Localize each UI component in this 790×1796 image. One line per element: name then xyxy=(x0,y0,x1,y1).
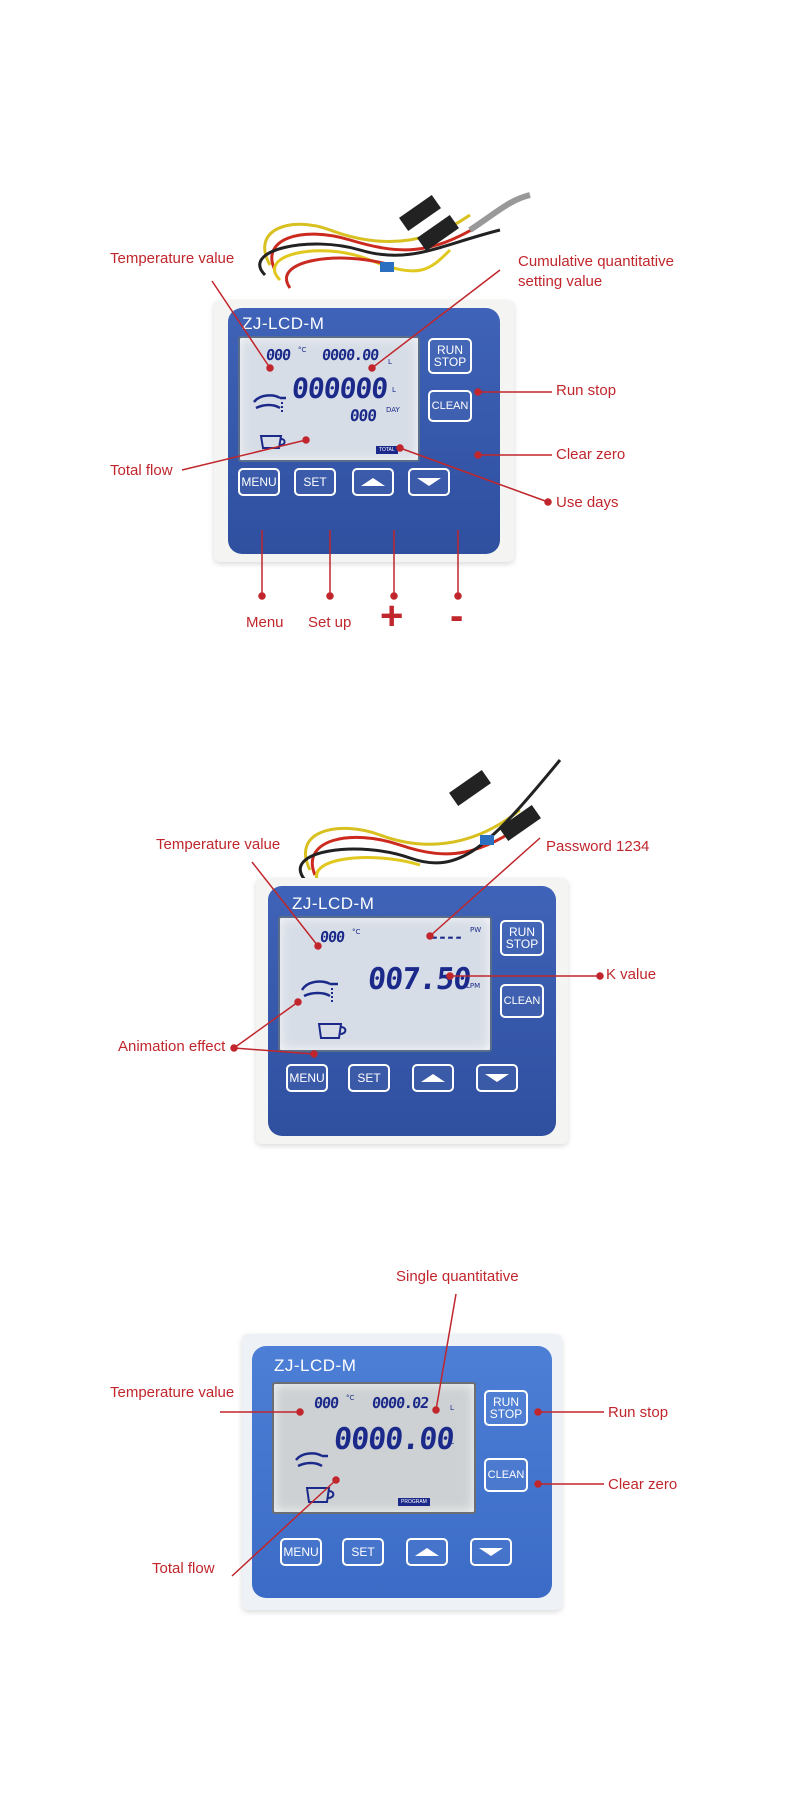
lpm-unit: LPM xyxy=(466,982,481,990)
label-use-days: Use days xyxy=(556,494,619,511)
down-arrow-icon-3 xyxy=(479,1548,503,1556)
cup-icon-2 xyxy=(317,1023,347,1039)
liter-unit-4: L xyxy=(450,1438,454,1446)
clean-button[interactable]: CLEAN xyxy=(428,390,472,422)
label-clear-zero-3: Clear zero xyxy=(608,1476,678,1493)
lcd-screen-2: 000 °C ---- PW 007.50 LPM xyxy=(278,916,492,1052)
up-arrow-icon-2 xyxy=(421,1074,445,1082)
label-set-up: Set up xyxy=(308,614,352,631)
device-face-2: ZJ-LCD-M 000 °C ---- PW 007.50 LPM RUN S… xyxy=(268,886,556,1136)
k-value-display: 007.50 xyxy=(366,962,473,997)
panel-3: ZJ-LCD-M 000 °C 0000.02 L 0000.00 L PROG… xyxy=(0,1268,790,1650)
down-button-3[interactable] xyxy=(470,1538,512,1566)
total-flow-display: 000000 xyxy=(290,372,389,405)
device-face-3: ZJ-LCD-M 000 °C 0000.02 L 0000.00 L PROG… xyxy=(252,1346,552,1598)
label-total-flow-3: Total flow xyxy=(152,1560,215,1577)
label-password: Password 1234 xyxy=(546,838,650,855)
temperature-display-2: 000 xyxy=(319,928,346,946)
label-plus: + xyxy=(380,594,404,638)
lcd-screen-3: 000 °C 0000.02 L 0000.00 L PROGRAM xyxy=(272,1382,476,1514)
run-stop-button-2[interactable]: RUN STOP xyxy=(500,920,544,956)
celsius-unit-2: °C xyxy=(352,928,361,936)
run-stop-button[interactable]: RUN STOP xyxy=(428,338,472,374)
liter-unit-2: L xyxy=(392,386,396,394)
device-face: ZJ-LCD-M 000 °C 0000.00 L 000000 L 000 D… xyxy=(228,308,500,554)
cable-bundle xyxy=(258,192,531,289)
up-button[interactable] xyxy=(352,468,394,496)
panel-2: ZJ-LCD-M 000 °C ---- PW 007.50 LPM RUN S… xyxy=(0,740,790,1180)
celsius-unit: °C xyxy=(298,346,307,354)
model-label-3: ZJ-LCD-M xyxy=(274,1356,357,1375)
faucet-icon-2 xyxy=(300,980,338,1002)
label-temperature-value-2: Temperature value xyxy=(156,836,281,853)
menu-button-2[interactable]: MENU xyxy=(286,1064,328,1092)
panel-1: ZJ-LCD-M 000 °C 0000.00 L 000000 L 000 D… xyxy=(0,0,790,631)
clean-button-2[interactable]: CLEAN xyxy=(500,984,544,1018)
celsius-unit-3: °C xyxy=(346,1394,355,1402)
label-minus: - xyxy=(450,594,464,638)
label-run-stop-3: Run stop xyxy=(608,1404,669,1421)
total-flow-display-3: 0000.00 xyxy=(332,1422,456,1457)
clean-button-3[interactable]: CLEAN xyxy=(484,1458,528,1492)
down-arrow-icon xyxy=(417,478,441,486)
cable-bundle-2 xyxy=(298,759,562,886)
up-arrow-icon xyxy=(361,478,385,486)
model-label-2: ZJ-LCD-M xyxy=(292,894,375,913)
flow-meter-device: ZJ-LCD-M 000 °C 0000.00 L 000000 L 000 D… xyxy=(214,300,514,562)
label-k-value: K value xyxy=(606,966,657,983)
down-arrow-icon-2 xyxy=(485,1074,509,1082)
model-label: ZJ-LCD-M xyxy=(242,314,325,333)
menu-button-3[interactable]: MENU xyxy=(280,1538,322,1566)
cumulative-display: 0000.00 xyxy=(321,346,380,364)
set-button[interactable]: SET xyxy=(294,468,336,496)
liter-unit-3: L xyxy=(450,1404,454,1412)
cup-icon xyxy=(259,435,286,449)
lcd-screen: 000 °C 0000.00 L 000000 L 000 DAY TOTAL xyxy=(238,336,420,462)
up-button-2[interactable] xyxy=(412,1064,454,1092)
label-single-quantitative: Single quantitative xyxy=(396,1268,519,1285)
faucet-icon xyxy=(253,394,286,412)
label-cumulative-setting: Cumulative quantitative setting value xyxy=(518,253,674,290)
flow-meter-device-3: ZJ-LCD-M 000 °C 0000.02 L 0000.00 L PROG… xyxy=(242,1334,562,1610)
liter-unit: L xyxy=(388,358,392,366)
day-unit: DAY xyxy=(386,406,400,414)
up-button-3[interactable] xyxy=(406,1538,448,1566)
label-total-flow: Total flow xyxy=(110,462,173,479)
up-arrow-icon-3 xyxy=(415,1548,439,1556)
temperature-display: 000 xyxy=(265,346,292,364)
pw-unit: PW xyxy=(470,926,482,934)
down-button[interactable] xyxy=(408,468,450,496)
label-animation-effect: Animation effect xyxy=(118,1038,226,1055)
set-button-2[interactable]: SET xyxy=(348,1064,390,1092)
label-temperature-value: Temperature value xyxy=(110,250,235,267)
set-button-3[interactable]: SET xyxy=(342,1538,384,1566)
label-temperature-value-3: Temperature value xyxy=(110,1384,235,1401)
flow-meter-device-2: ZJ-LCD-M 000 °C ---- PW 007.50 LPM RUN S… xyxy=(256,878,568,1144)
label-menu: Menu xyxy=(246,614,284,631)
use-days-display: 000 xyxy=(349,406,377,425)
program-tag: PROGRAM xyxy=(398,1498,430,1506)
faucet-icon-3 xyxy=(295,1452,328,1468)
run-stop-button-3[interactable]: RUN STOP xyxy=(484,1390,528,1426)
temperature-display-3: 000 xyxy=(313,1394,340,1412)
label-run-stop: Run stop xyxy=(556,382,617,399)
total-tag: TOTAL xyxy=(376,446,398,454)
password-display: ---- xyxy=(429,928,464,946)
down-button-2[interactable] xyxy=(476,1064,518,1092)
cup-icon-3 xyxy=(305,1487,335,1503)
single-quantitative-display: 0000.02 xyxy=(371,1394,430,1412)
label-clear-zero: Clear zero xyxy=(556,446,626,463)
menu-button[interactable]: MENU xyxy=(238,468,280,496)
